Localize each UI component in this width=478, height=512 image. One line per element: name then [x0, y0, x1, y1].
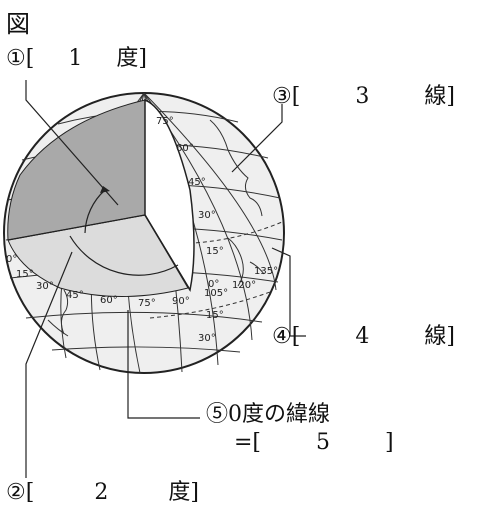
lat-tick-6: 15°	[206, 310, 224, 321]
label-2: ②[ 2 度]	[6, 482, 199, 504]
label-4-mark: ④[	[272, 324, 301, 349]
label-1-value: 1	[68, 46, 83, 71]
label-3-value: 3	[355, 84, 370, 109]
lon-tick-0: 0°	[6, 254, 17, 265]
label-4: ④[ 4 線]	[272, 326, 455, 348]
label-3-mark: ③[	[272, 84, 301, 109]
cutaway-white	[144, 98, 195, 293]
label-1: ①[ 1 度]	[6, 48, 147, 70]
lon-tick-5: 75°	[138, 298, 156, 309]
meridian-plane	[7, 99, 146, 241]
lat-tick-5: 0°	[208, 279, 219, 290]
latitude-angle-arc	[84, 189, 106, 234]
continent-outlines	[47, 119, 265, 337]
lon-tick-2: 30°	[36, 281, 54, 292]
label-1-unit: 度]	[116, 46, 147, 71]
lon-tick-3: 45°	[66, 290, 84, 301]
label-2-mark: ②[	[6, 480, 35, 505]
label-5-close: ]	[385, 430, 394, 455]
label-4-value: 4	[355, 324, 370, 349]
lon-tick-9: 135°	[254, 266, 278, 277]
lat-tick-0: 75°	[156, 116, 174, 127]
label-5-value: 5	[316, 430, 331, 455]
lon-tick-1: 15°	[16, 269, 34, 280]
label-2-value: 2	[94, 480, 109, 505]
label-2-unit: 度]	[168, 480, 199, 505]
lat-tick-1: 60°	[176, 143, 194, 154]
label-5-line1: ⑤0度の緯線	[206, 402, 330, 427]
lat-tick-7: 30°	[198, 333, 216, 344]
label-3: ③[ 3 線]	[272, 86, 455, 108]
lon-tick-4: 60°	[100, 295, 118, 306]
lon-tick-7: 105°	[204, 288, 228, 299]
longitude-angle-arc	[69, 235, 179, 276]
dashed-latitude-south	[149, 291, 271, 319]
leader-lines	[25, 80, 306, 478]
label-4-unit: 線]	[424, 324, 455, 349]
lat-tick-4: 15°	[206, 246, 224, 257]
lat-tick-2: 45°	[188, 177, 206, 188]
lon-tick-8: 120°	[232, 280, 256, 291]
equatorial-plane	[7, 214, 189, 297]
label-5-line2: =[ 5 ]	[234, 432, 394, 454]
label-1-mark: ①[	[6, 46, 35, 71]
figure-title: 図	[6, 10, 30, 38]
label-5-mark: =[	[234, 430, 262, 455]
lon-tick-6: 90°	[172, 296, 190, 307]
label-3-unit: 線]	[424, 84, 455, 109]
lat-tick-3: 30°	[198, 210, 216, 221]
